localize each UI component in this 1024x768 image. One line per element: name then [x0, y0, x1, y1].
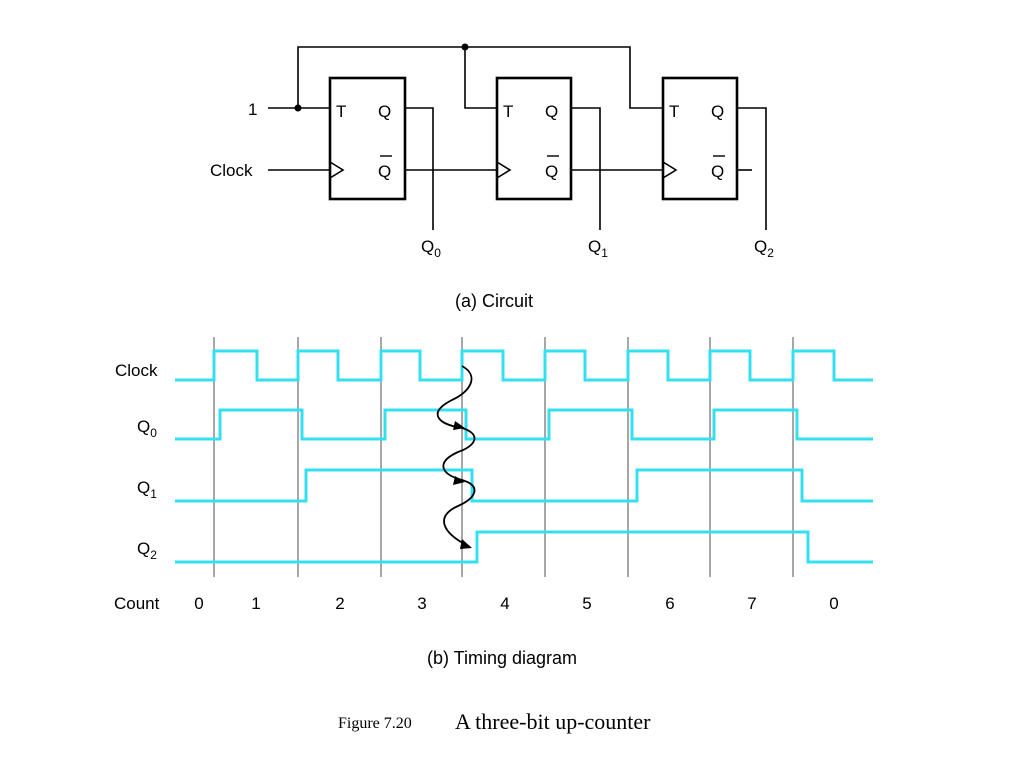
count-value: 0: [829, 594, 838, 613]
output-label-q0: Q0: [421, 237, 441, 260]
waveform-q0: [175, 408, 873, 441]
ff-pin-t: T: [503, 102, 513, 121]
ff-pin-q: Q: [711, 102, 724, 121]
clock-triangle-icon: [496, 161, 512, 179]
count-value: 4: [500, 594, 509, 613]
ff-pin-qbar: Q: [711, 162, 724, 181]
count-value: 0: [194, 594, 203, 613]
clock-triangle-icon: [329, 161, 345, 179]
ff-pin-t: T: [669, 102, 679, 121]
waveform-clock: [175, 349, 873, 382]
ff-body: [495, 76, 573, 201]
arrowhead-icon: [460, 539, 472, 549]
wire-q0-out: [405, 107, 434, 230]
figure-title: A three-bit up-counter: [455, 709, 651, 734]
ff-pin-qbar: Q: [545, 162, 558, 181]
flip-flop-0: T Q Q: [328, 76, 407, 201]
flip-flop-2: T Q Q: [661, 76, 739, 201]
ff-body: [661, 76, 739, 201]
clock-input-label: Clock: [210, 161, 253, 180]
ff-pin-qbar: Q: [378, 162, 391, 181]
junction-dot: [461, 43, 469, 51]
waveform-q2: [175, 530, 873, 564]
count-values: 0 1 2 3 4 5 6 7 0: [194, 594, 838, 613]
signal-label-clock: Clock: [115, 361, 158, 380]
wire-q1-out: [571, 107, 601, 230]
ff-pin-q: Q: [378, 102, 391, 121]
timing-diagram: Clock Q0 Q1 Q2 Count 0 1 2 3 4 5 6 7 0 (b) Timin…: [114, 337, 873, 668]
waveform-q1: [175, 468, 873, 503]
count-label: Count: [114, 594, 160, 613]
flip-flop-1: T Q Q: [495, 76, 573, 201]
count-value: 5: [582, 594, 591, 613]
signal-label-q1: Q1: [137, 478, 157, 501]
ff-pin-q: Q: [545, 102, 558, 121]
wire-q2-out: [737, 107, 767, 230]
signal-label-q2: Q2: [137, 539, 157, 562]
circuit-caption: (a) Circuit: [455, 291, 533, 311]
count-value: 6: [665, 594, 674, 613]
ripple-curve: [436, 365, 476, 548]
input-one-label: 1: [248, 100, 257, 119]
count-value: 2: [335, 594, 344, 613]
ff-pin-t: T: [336, 102, 346, 121]
wire-top-loop: [297, 46, 663, 109]
figure-number: Figure 7.20: [338, 715, 412, 732]
arrowhead-icon: [453, 476, 465, 485]
output-label-q1: Q1: [588, 237, 608, 260]
count-value: 7: [747, 594, 756, 613]
output-label-q2: Q2: [754, 237, 774, 260]
count-value: 3: [417, 594, 426, 613]
arrowhead-icon: [453, 421, 465, 430]
ripple-delay-curve: [436, 365, 476, 549]
clock-triangle-icon: [662, 161, 678, 179]
ff-body: [328, 76, 407, 201]
count-value: 1: [251, 594, 260, 613]
timing-caption: (b) Timing diagram: [427, 648, 577, 668]
wire-tap-ff1: [464, 47, 497, 109]
counter-circuit: 1 Clock T Q Q T Q Q T Q Q: [210, 43, 774, 311]
signal-label-q0: Q0: [137, 417, 157, 440]
